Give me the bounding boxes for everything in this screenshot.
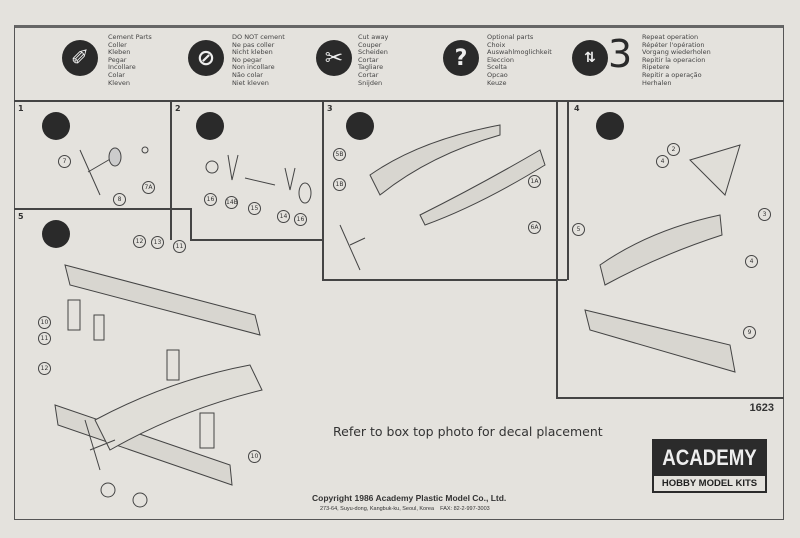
cement-icon (196, 112, 224, 140)
divider (567, 100, 569, 280)
part-callout: 4 (745, 255, 758, 268)
cement-icon (596, 112, 624, 140)
divider (14, 208, 190, 210)
part-callout: 7A (142, 181, 155, 194)
cement-icon (42, 112, 70, 140)
academy-logo: ACADEMY HOBBY MODEL KITS (652, 439, 767, 493)
step2-landing-gear-drawing (205, 154, 312, 204)
part-callout: 3 (758, 208, 771, 221)
repeat-operation-icon: ⇅ (572, 40, 608, 76)
divider (322, 100, 324, 280)
step1-propeller-drawing (79, 146, 149, 196)
step-number: 4 (574, 104, 580, 113)
part-callout: 16 (204, 193, 217, 206)
step5-biplane-drawing (54, 264, 263, 508)
cut-away-icon: ✂ (316, 40, 352, 76)
step-number: 1 (18, 104, 24, 113)
divider (190, 208, 192, 240)
part-callout: 5B (333, 148, 346, 161)
part-callout: 15 (248, 202, 261, 215)
part-callout: 10 (38, 316, 51, 329)
logo-tagline: HOBBY MODEL KITS (654, 476, 765, 491)
logo-brand: ACADEMY (662, 445, 757, 470)
address: 273-64, Suyu-dong, Kangbuk-ku, Seoul, Ko… (320, 506, 490, 512)
sheet-frame (14, 25, 784, 520)
legend-divider (14, 100, 784, 102)
kit-number: 1623 (749, 402, 774, 414)
divider (556, 100, 558, 398)
part-callout: 4 (656, 155, 669, 168)
repeat-count: 3 (608, 32, 633, 76)
part-callout: 5 (572, 223, 585, 236)
cement-icon (346, 112, 374, 140)
step-number: 3 (327, 104, 333, 113)
part-callout: 1A (528, 175, 541, 188)
divider (556, 397, 784, 399)
part-callout: 7 (58, 155, 71, 168)
optional-parts-icon: ? (443, 40, 479, 76)
step3-fuselage-drawing (339, 124, 546, 271)
part-callout: 1B (333, 178, 346, 191)
part-callout: 11 (173, 240, 186, 253)
copyright: Copyright 1986 Academy Plastic Model Co.… (312, 493, 507, 503)
part-callout: 6A (528, 221, 541, 234)
part-callout: 11 (38, 332, 51, 345)
divider (322, 279, 567, 281)
part-callout: 14 (277, 210, 290, 223)
part-callout: 2 (667, 143, 680, 156)
decal-note: Refer to box top photo for decal placeme… (333, 424, 603, 439)
part-callout: 12 (133, 235, 146, 248)
part-callout: 12 (38, 362, 51, 375)
part-callout: 8 (113, 193, 126, 206)
part-callout: 10 (248, 450, 261, 463)
step4-fuselage-drawing (584, 144, 741, 373)
step-number: 5 (18, 212, 24, 221)
cement-icon (42, 220, 70, 248)
divider (190, 239, 322, 241)
part-callout: 13 (151, 236, 164, 249)
no-cement-icon: ⊘ (188, 40, 224, 76)
part-callout: 14B (225, 196, 238, 209)
part-callout: 16 (294, 213, 307, 226)
cement-icon: ✐ (62, 40, 98, 76)
step-number: 2 (175, 104, 181, 113)
part-callout: 9 (743, 326, 756, 339)
divider (170, 100, 172, 240)
